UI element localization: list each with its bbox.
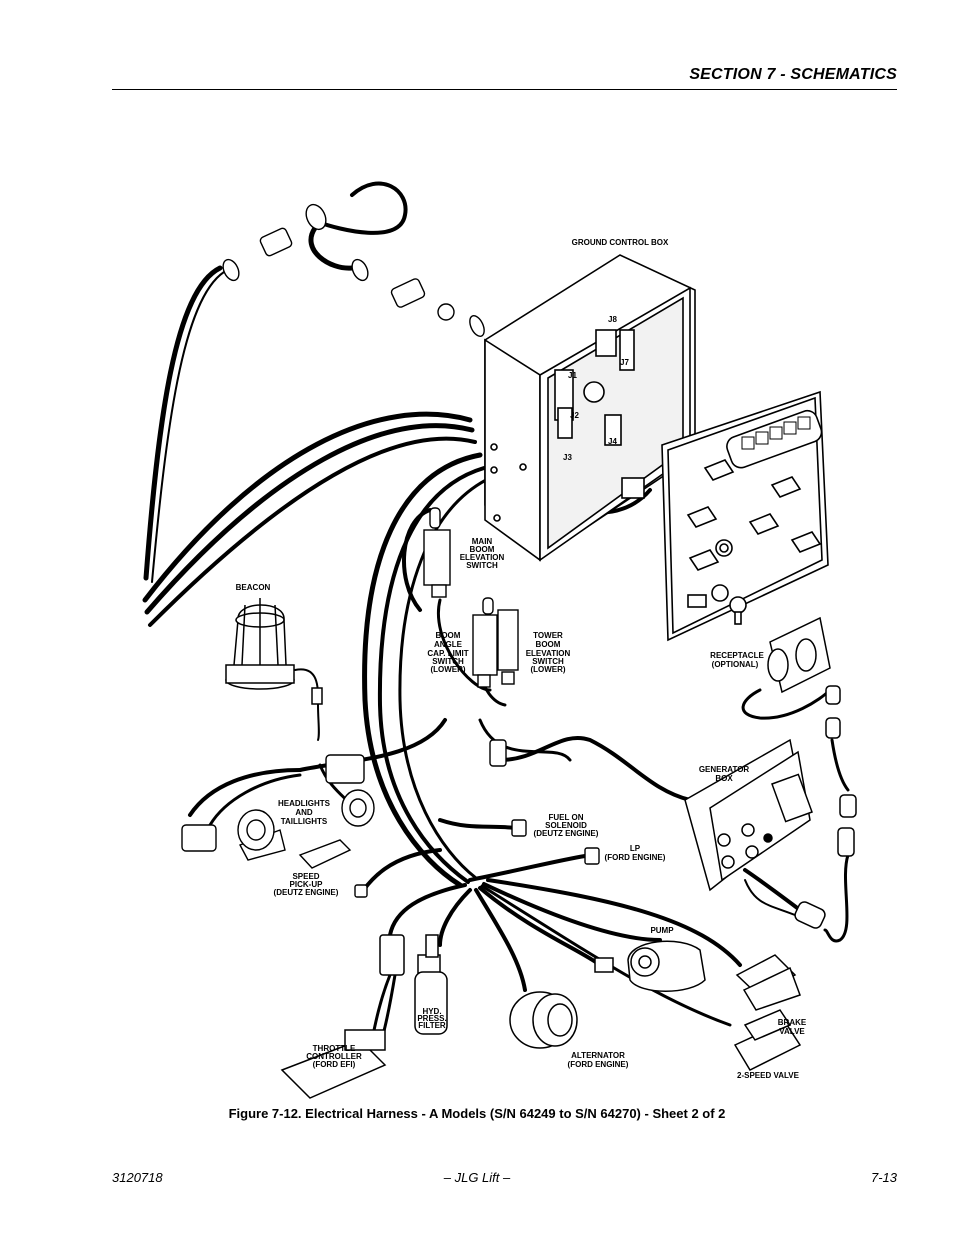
label-j1: J1 (568, 371, 577, 380)
label-tower-boom: TOWER BOOM ELEVATION SWITCH (LOWER) (526, 631, 571, 674)
label-j4: J4 (608, 437, 617, 446)
section-title: SECTION 7 - SCHEMATICS (689, 66, 897, 83)
header-rule (112, 89, 897, 90)
svg-text:(FORD ENGINE): (FORD ENGINE) (568, 1060, 629, 1069)
svg-text:(FORD ENGINE): (FORD ENGINE) (605, 853, 666, 862)
svg-text:(DEUTZ ENGINE): (DEUTZ ENGINE) (534, 829, 599, 838)
svg-text:BOOM: BOOM (436, 631, 461, 640)
svg-text:THROTTLE: THROTTLE (313, 1044, 356, 1053)
harness-cables (142, 181, 850, 1047)
label-ground-control-box: GROUND CONTROL BOX (572, 238, 669, 247)
svg-text:BRAKE: BRAKE (778, 1018, 807, 1027)
label-two-speed-valve: 2-SPEED VALVE (737, 1071, 800, 1080)
svg-text:HEADLIGHTS: HEADLIGHTS (278, 799, 331, 808)
svg-text:(DEUTZ ENGINE): (DEUTZ ENGINE) (274, 888, 339, 897)
svg-text:FUEL ON: FUEL ON (549, 813, 584, 822)
label-hyd-filter: HYD. PRESS. FILTER (417, 1007, 446, 1030)
receptacle-and-generator (684, 616, 857, 929)
label-receptacle: RECEPTACLE (OPTIONAL) (710, 651, 764, 669)
top-connectors (222, 203, 485, 337)
svg-text:HYD.: HYD. (422, 1007, 441, 1016)
svg-text:BOOM: BOOM (536, 640, 561, 649)
label-j2: J2 (570, 411, 579, 420)
label-throttle: THROTTLE CONTROLLER (FORD EFI) (306, 1044, 362, 1069)
svg-text:TAILLIGHTS: TAILLIGHTS (281, 817, 328, 826)
limit-switches (423, 507, 519, 688)
label-main-boom: MAIN BOOM ELEVATION SWITCH (460, 537, 505, 570)
svg-text:(FORD EFI): (FORD EFI) (313, 1060, 356, 1069)
svg-text:GENERATOR: GENERATOR (699, 765, 750, 774)
svg-text:SWITCH: SWITCH (432, 657, 464, 666)
diagram-labels: GROUND CONTROL BOX J8 J7 J1 J2 J3 J4 BEA… (236, 238, 807, 1080)
svg-text:(LOWER): (LOWER) (530, 665, 565, 674)
svg-text:SWITCH: SWITCH (532, 657, 564, 666)
label-headlights: HEADLIGHTS AND TAILLIGHTS (278, 799, 331, 826)
svg-text:SOLENOID: SOLENOID (545, 821, 587, 830)
svg-text:(OPTIONAL): (OPTIONAL) (712, 660, 759, 669)
svg-text:(LOWER): (LOWER) (430, 665, 465, 674)
label-generator-box: GENERATOR BOX (699, 765, 750, 783)
svg-text:ELEVATION: ELEVATION (460, 553, 505, 562)
lights-and-relays (181, 739, 600, 898)
svg-text:AND: AND (295, 808, 313, 817)
label-speed-pickup: SPEED PICK-UP (DEUTZ ENGINE) (274, 872, 339, 897)
svg-text:ANGLE: ANGLE (434, 640, 463, 649)
svg-text:MAIN: MAIN (472, 537, 493, 546)
lower-components (280, 934, 802, 1099)
label-j3: J3 (563, 453, 572, 462)
svg-text:PICK-UP: PICK-UP (290, 880, 324, 889)
beacon-assembly (225, 598, 323, 705)
svg-text:ELEVATION: ELEVATION (526, 649, 571, 658)
label-alternator: ALTERNATOR (FORD ENGINE) (568, 1051, 629, 1069)
label-boom-angle: BOOM ANGLE CAP. LIMIT SWITCH (LOWER) (427, 631, 468, 674)
svg-text:BOX: BOX (715, 774, 733, 783)
svg-text:RECEPTACLE: RECEPTACLE (710, 651, 764, 660)
svg-text:SPEED: SPEED (292, 872, 319, 881)
svg-text:VALVE: VALVE (779, 1027, 805, 1036)
figure-caption: Figure 7-12. Electrical Harness - A Mode… (228, 1106, 726, 1121)
label-beacon: BEACON (236, 583, 271, 592)
svg-text:ALTERNATOR: ALTERNATOR (571, 1051, 625, 1060)
control-panel (661, 390, 829, 642)
footer-publisher: – JLG Lift – (443, 1170, 511, 1185)
label-j8: J8 (608, 315, 617, 324)
footer-page-number: 7-13 (870, 1170, 897, 1185)
svg-text:BOOM: BOOM (470, 545, 495, 554)
label-lp: LP (FORD ENGINE) (605, 844, 666, 862)
svg-text:FILTER: FILTER (418, 1021, 446, 1030)
label-pump: PUMP (650, 926, 674, 935)
svg-text:CONTROLLER: CONTROLLER (306, 1052, 362, 1061)
label-brake-valve: BRAKE VALVE (778, 1018, 807, 1036)
label-fuel-on: FUEL ON SOLENOID (DEUTZ ENGINE) (534, 813, 599, 838)
svg-text:PRESS.: PRESS. (417, 1014, 446, 1023)
svg-text:LP: LP (630, 844, 641, 853)
label-j7: J7 (620, 358, 629, 367)
ground-control-box (484, 254, 696, 562)
svg-text:CAP. LIMIT: CAP. LIMIT (427, 649, 468, 658)
footer-document-number: 3120718 (112, 1170, 163, 1185)
svg-text:SWITCH: SWITCH (466, 561, 498, 570)
svg-text:TOWER: TOWER (533, 631, 563, 640)
